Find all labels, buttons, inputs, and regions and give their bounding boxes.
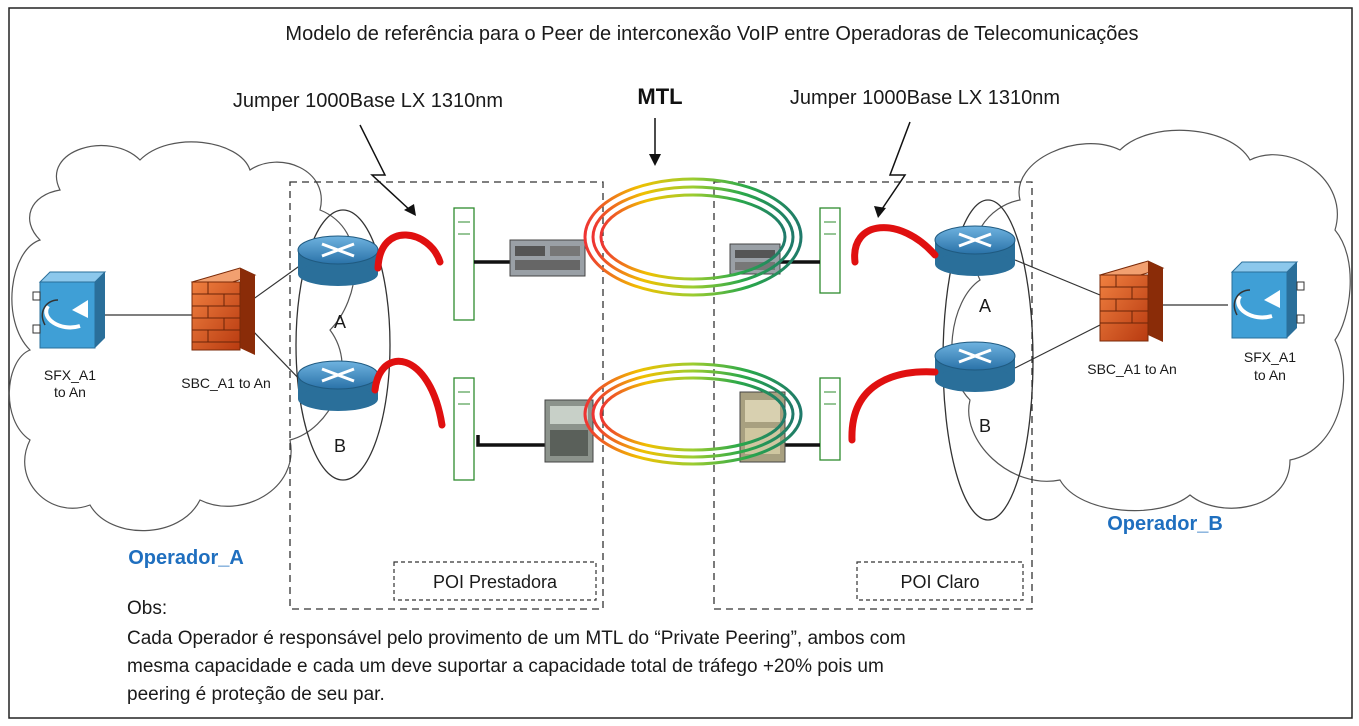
mtl-arrow-head: [649, 154, 661, 166]
sfx-b-label-line1: SFX_A1: [1244, 349, 1296, 365]
router-b-right-label: B: [979, 416, 991, 436]
obs-title: Obs:: [127, 598, 167, 619]
router-a-right-label: A: [979, 296, 991, 316]
sfx-switch-a-icon: [32, 271, 107, 349]
sbc-a-label: SBC_A1 to An: [181, 375, 271, 391]
sfx-switch-b-icon: [1230, 261, 1305, 339]
router-a-right-icon: [934, 225, 1016, 276]
router-a-left-icon: [297, 235, 379, 286]
sfx-b-label-line2: to An: [1254, 367, 1286, 383]
jumper-left-label: Jumper 1000Base LX 1310nm: [233, 90, 503, 112]
patch-panel-ports: [458, 221, 836, 405]
router-b-left-label: B: [334, 436, 346, 456]
sfx-a-label-line2: to An: [54, 384, 86, 400]
jumper-right-arrow: [879, 121, 911, 213]
router-b-left-icon: [297, 360, 379, 411]
obs-line-2: mesma capacidade e cada um deve suportar…: [127, 656, 884, 677]
router-b-right-icon: [934, 341, 1016, 392]
operator-a-cloud: [8, 141, 356, 532]
firewall-b-icon: [1098, 260, 1165, 342]
obs-line-1: Cada Operador é responsável pelo provime…: [127, 628, 906, 649]
poi-claro-label: POI Claro: [900, 572, 979, 592]
mtl-ring-bottom: [583, 362, 803, 466]
poi-claro-label-box: [856, 561, 1024, 601]
jumper-left-arrow: [359, 124, 413, 213]
poi-prestadora-label-box: [393, 561, 597, 601]
jumpers: [371, 224, 939, 444]
mtl-ring-top: [583, 177, 803, 297]
diagram-title: Modelo de referência para o Peer de inte…: [285, 23, 1138, 45]
mtl-label: MTL: [637, 84, 682, 109]
jumper-right-label: Jumper 1000Base LX 1310nm: [790, 87, 1060, 109]
equipment-top-left-icon: [509, 239, 586, 277]
firewall-a-icon: [190, 267, 257, 355]
poi-prestadora-box: [289, 181, 604, 610]
obs-line-3: peering é proteção de seu par.: [127, 684, 385, 705]
jumper-left-arrowhead: [404, 204, 416, 216]
poi-prestadora-label: POI Prestadora: [433, 572, 558, 592]
operator-b-label: Operador_B: [1107, 513, 1223, 535]
router-a-left-label: A: [334, 312, 346, 332]
jumper-right-arrowhead: [874, 206, 886, 218]
operator-a-label: Operador_A: [128, 547, 244, 569]
sfx-a-label-line1: SFX_A1: [44, 367, 96, 383]
equipment-bottom-left-icon: [544, 399, 594, 463]
sbc-b-label: SBC_A1 to An: [1087, 361, 1177, 377]
outer-frame: [8, 7, 1353, 719]
router-group-ellipse-a: [295, 209, 391, 481]
links: [105, 259, 1228, 386]
